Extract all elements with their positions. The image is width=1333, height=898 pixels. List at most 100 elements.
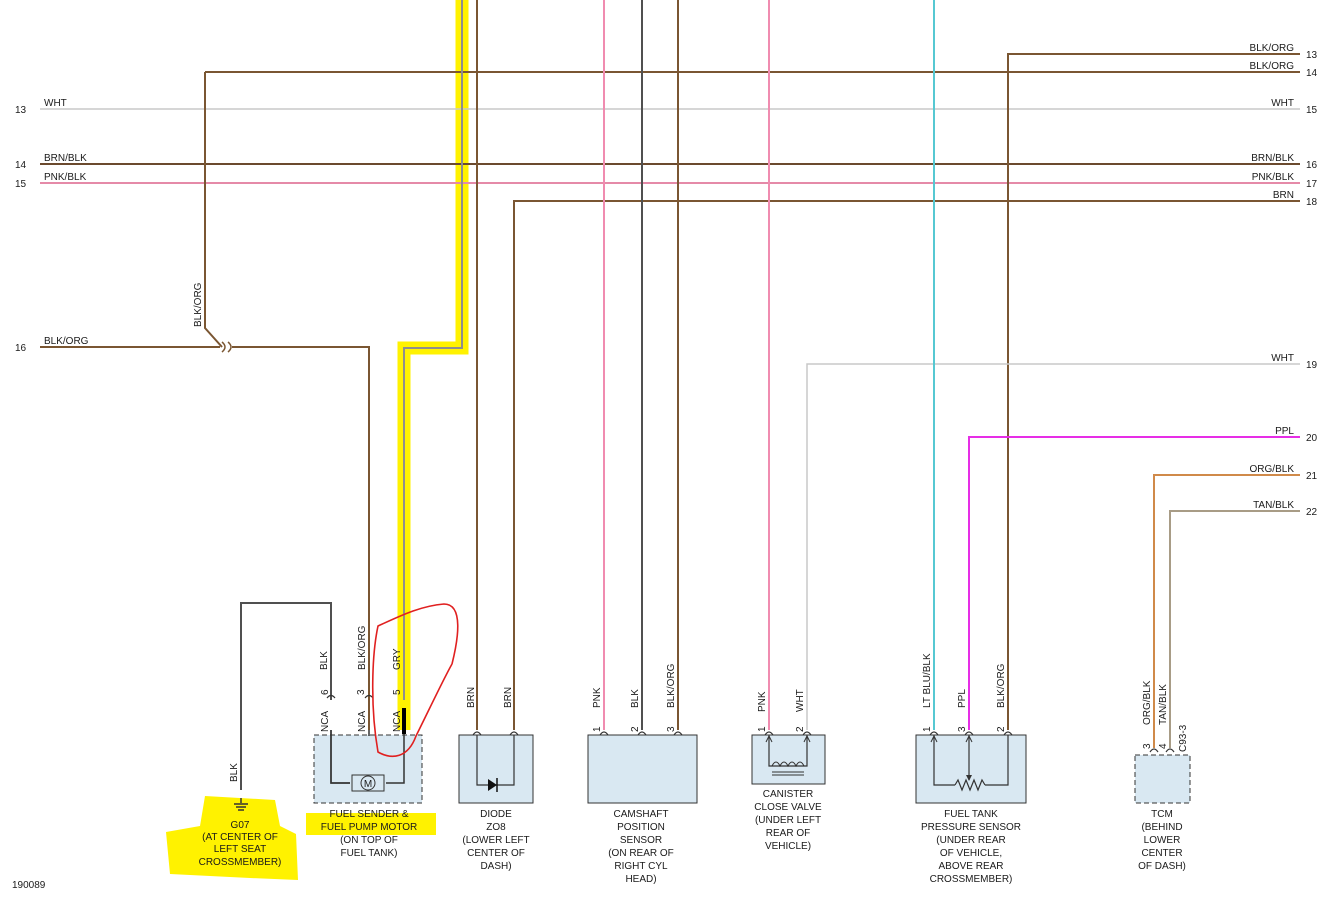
right-pin-19-wire: WHT bbox=[1271, 353, 1294, 364]
canister-label-line-5: VEHICLE) bbox=[765, 841, 811, 852]
fuel-pump-box bbox=[313, 734, 423, 804]
wire-blk-org-splice bbox=[204, 72, 223, 348]
cam-wire-3: BLK/ORG bbox=[666, 663, 677, 708]
cam-wire-2: BLK bbox=[630, 689, 641, 708]
ground-label-line-3: LEFT SEAT bbox=[214, 844, 266, 855]
left-pin-15-num: 15 bbox=[15, 179, 27, 190]
pin-6-tag: NCA bbox=[320, 711, 331, 732]
diode-label-line-4: CENTER OF bbox=[467, 848, 525, 859]
tcm-label-line-4: CENTER bbox=[1141, 848, 1182, 859]
canister-label-line-4: REAR OF bbox=[766, 828, 810, 839]
right-pin-20-wire: PPL bbox=[1275, 426, 1294, 437]
wire-brn-r18 bbox=[513, 200, 1300, 730]
fts-label-line-2: PRESSURE SENSOR bbox=[921, 822, 1021, 833]
canister-pin-2: 2 bbox=[795, 726, 806, 732]
diode-wire-2: BRN bbox=[503, 687, 514, 708]
fts-label-line-5: ABOVE REAR bbox=[938, 861, 1003, 872]
diode-label-line-1: DIODE bbox=[480, 809, 512, 820]
diode-label-line-2: ZO8 bbox=[486, 822, 506, 833]
right-pin-22-wire: TAN/BLK bbox=[1253, 500, 1294, 511]
pin-6-connector-icon bbox=[326, 694, 336, 699]
right-pin-14-wire: BLK/ORG bbox=[1250, 61, 1295, 72]
right-pins: 13 BLK/ORG 14 BLK/ORG 15 WHT 16 BRN/BLK … bbox=[1250, 43, 1318, 518]
pin-3-wire: BLK/ORG bbox=[357, 625, 368, 670]
fuel-tank-sensor-box bbox=[915, 734, 1027, 804]
canister-pin-1: 1 bbox=[757, 726, 768, 732]
canister-wire-1: PNK bbox=[757, 691, 768, 712]
diagram-id: 190089 bbox=[12, 880, 46, 891]
fuel-pump-label-highlight bbox=[306, 813, 436, 835]
diode-label-line-3: (LOWER LEFT bbox=[462, 835, 529, 846]
tcm-label-line-3: LOWER bbox=[1144, 835, 1181, 846]
pin-5-num: 5 bbox=[392, 689, 403, 695]
cam-pin-1: 1 bbox=[592, 726, 603, 732]
cam-pin-3: 3 bbox=[666, 726, 677, 732]
tcm-label-line-2: (BEHIND bbox=[1141, 822, 1182, 833]
left-pin-14-wire: BRN/BLK bbox=[44, 153, 87, 164]
canister-wire-2: WHT bbox=[795, 689, 806, 712]
right-pin-15-wire: WHT bbox=[1271, 98, 1294, 109]
pin-3-num: 3 bbox=[356, 689, 367, 695]
ground-icon bbox=[234, 798, 248, 811]
tcm-connector-label: C93-3 bbox=[1178, 724, 1189, 752]
right-pin-16-num: 16 bbox=[1306, 160, 1318, 171]
tcm-label-line-5: OF DASH) bbox=[1138, 861, 1186, 872]
right-pin-13-num: 13 bbox=[1306, 50, 1318, 61]
cam-label-line-4: (ON REAR OF bbox=[608, 848, 674, 859]
right-pin-16-wire: BRN/BLK bbox=[1251, 153, 1294, 164]
fuel-pump-label-line-2: FUEL PUMP MOTOR bbox=[321, 822, 418, 833]
left-pins: 13 WHT 14 BRN/BLK 15 PNK/BLK 16 BLK/ORG bbox=[15, 98, 89, 354]
right-pin-14-num: 14 bbox=[1306, 68, 1318, 79]
left-pin-14-num: 14 bbox=[15, 160, 27, 171]
right-pin-20-num: 20 bbox=[1306, 433, 1318, 444]
cam-pin-2: 2 bbox=[630, 726, 641, 732]
tcm-pin-3: 3 bbox=[1142, 743, 1153, 749]
fuel-pump-label-line-4: FUEL TANK) bbox=[340, 848, 397, 859]
solenoid-icon bbox=[765, 734, 811, 776]
splice-wire-label: BLK/ORG bbox=[193, 282, 204, 327]
left-pin-16-wire: BLK/ORG bbox=[44, 336, 89, 347]
pin-6-num: 6 bbox=[320, 689, 331, 695]
cam-label-line-3: SENSOR bbox=[620, 835, 662, 846]
ground-label-line-1: G07 bbox=[231, 820, 250, 831]
pin-5-tag: NCA bbox=[392, 711, 403, 732]
fts-wire-3: PPL bbox=[957, 689, 968, 708]
fts-label-line-4: OF VEHICLE, bbox=[940, 848, 1002, 859]
wire-tan-blk-r22 bbox=[1169, 510, 1300, 748]
right-pin-18-num: 18 bbox=[1306, 197, 1318, 208]
wire-blk-ground bbox=[240, 602, 332, 790]
cam-label-line-6: HEAD) bbox=[625, 874, 656, 885]
left-pin-13-wire: WHT bbox=[44, 98, 67, 109]
pin-3-tag: NCA bbox=[357, 711, 368, 732]
left-pin-16-num: 16 bbox=[15, 343, 27, 354]
wire-blk-org-to-pump bbox=[232, 346, 370, 730]
vertical-wires bbox=[240, 0, 935, 790]
canister-label-line-3: (UNDER LEFT bbox=[755, 815, 821, 826]
cam-label-line-1: CAMSHAFT bbox=[614, 809, 669, 820]
diode-component: BRN BRN DIODE ZO8 (LOWER LEFT CENTER OF … bbox=[458, 687, 534, 872]
left-pin-13-num: 13 bbox=[15, 105, 27, 116]
tcm-box bbox=[1134, 754, 1191, 804]
tcm-wire-3: ORG/BLK bbox=[1142, 680, 1153, 725]
fts-label-line-1: FUEL TANK bbox=[944, 809, 998, 820]
ground-label-line-4: CROSSMEMBER) bbox=[199, 857, 282, 868]
canister-label-line-2: CLOSE VALVE bbox=[754, 802, 822, 813]
ground-label-highlight bbox=[166, 796, 298, 880]
fts-wire-1: LT BLU/BLK bbox=[922, 653, 933, 708]
left-pin-15-wire: PNK/BLK bbox=[44, 172, 87, 183]
right-pin-22-num: 22 bbox=[1306, 507, 1318, 518]
cam-label-line-2: POSITION bbox=[617, 822, 665, 833]
splice-crossover bbox=[221, 341, 232, 353]
diode-box bbox=[458, 734, 534, 804]
canister-box bbox=[751, 734, 826, 785]
right-pin-17-num: 17 bbox=[1306, 179, 1318, 190]
red-circle-annotation bbox=[371, 603, 459, 758]
pin-5-wire: GRY bbox=[392, 648, 403, 670]
right-pin-21-wire: ORG/BLK bbox=[1250, 464, 1295, 475]
cam-label-line-5: RIGHT CYL bbox=[614, 861, 668, 872]
fts-label-line-6: CROSSMEMBER) bbox=[930, 874, 1013, 885]
right-pin-19-num: 19 bbox=[1306, 360, 1318, 371]
camshaft-box bbox=[587, 734, 698, 804]
fuel-pump-label-line-1: FUEL SENDER & bbox=[329, 809, 408, 820]
